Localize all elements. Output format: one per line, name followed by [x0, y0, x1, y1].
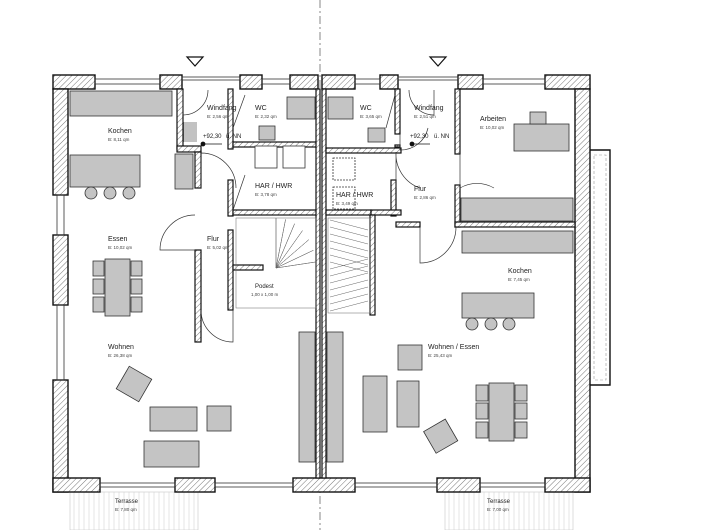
door-swings [159, 89, 495, 343]
room-area-flur: B: 2,86 qm [414, 195, 436, 200]
bay-outline [590, 149, 611, 386]
room-area-har-hwr: B: 3,78 qm [255, 192, 277, 197]
drawing-line [329, 258, 369, 270]
room-area-har-hwr: B: 3,49 qm [336, 201, 358, 206]
room-area-wc: B: 3,65 qm [360, 114, 382, 119]
drawing-line [275, 219, 286, 269]
drawing-line [329, 272, 369, 284]
room-area-wc: B: 2,32 qm [255, 114, 277, 119]
drawing-line [275, 239, 310, 269]
room-label-har-hwr: HAR / HWR [336, 192, 374, 199]
level-marker-icon [200, 141, 430, 147]
drawing-line [329, 240, 369, 252]
room-area-terrasse: B: 7,00 qm [487, 507, 509, 512]
room-label-wc: WC [360, 105, 372, 112]
drawing-line [275, 261, 316, 269]
room-label-essen: Essen [108, 236, 128, 243]
level-value: +92,30 [410, 134, 429, 140]
drawing-line [329, 300, 369, 312]
staircase-left [235, 217, 317, 309]
staircase-right [327, 217, 371, 314]
drawing-line [329, 233, 369, 245]
room-label-wohnen: Wohnen [108, 344, 134, 351]
level-reference: ü. NN [226, 134, 242, 140]
drawing-line [329, 219, 369, 231]
level-value: +92,30 [203, 134, 222, 140]
level-reference: ü. NN [434, 134, 450, 140]
room-area-arbeiten: B: 10,02 qm [480, 125, 505, 130]
outer-walls [52, 74, 591, 493]
room-area-wohnen-essen: B: 25,43 qm [428, 353, 453, 358]
drawing-line [329, 247, 369, 259]
room-area-kochen: B: 8,11 qm [108, 137, 130, 142]
drawing-line [329, 293, 369, 305]
drawing-line [329, 226, 369, 238]
windows [56, 76, 546, 488]
room-area-wohnen: B: 26,38 qm [108, 353, 133, 358]
drawing-line [329, 254, 369, 266]
drawing-line [275, 223, 295, 269]
drawing-line [329, 265, 369, 277]
entrance-arrow-icon [428, 56, 448, 67]
room-label-kochen: Kochen [508, 268, 532, 275]
room-label-arbeiten: Arbeiten [480, 116, 507, 123]
room-label-flur: Flur [207, 236, 220, 243]
room-label-kochen: Kochen [108, 128, 132, 135]
room-label-podest: Podest [255, 284, 274, 290]
room-label-wc: WC [255, 105, 267, 112]
drawing-line [329, 261, 369, 273]
room-area-terrasse: B: 7,80 qm [115, 507, 137, 512]
room-area-windfang: B: 2,51 qm [414, 114, 436, 119]
room-area-windfang: B: 2,56 qm [207, 114, 229, 119]
room-area-podest: 1,00 x 1,00 m [251, 292, 279, 297]
room-area-kochen: B: 7,45 qm [508, 277, 530, 282]
room-label-windfang: Windfang [207, 105, 237, 112]
room-area-essen: B: 10,02 qm [108, 245, 133, 250]
drawing-line [329, 279, 369, 291]
entrance-arrow-icon [185, 56, 205, 67]
room-label-windfang: Windfang [414, 105, 444, 112]
drawing-line [275, 230, 303, 269]
room-label-terrasse: Terrasse [487, 499, 511, 505]
room-label-flur: Flur [414, 186, 427, 193]
drawing-line [329, 286, 369, 298]
radiator [183, 122, 197, 142]
furniture [69, 90, 574, 468]
drawing-line [275, 250, 314, 269]
room-label-terrasse: Terrasse [115, 499, 139, 505]
room-label-wohnen-essen: Wohnen / Essen [428, 344, 480, 351]
room-area-flur: B: 5,02 qm [207, 245, 229, 250]
room-label-har-hwr: HAR / HWR [255, 183, 293, 190]
